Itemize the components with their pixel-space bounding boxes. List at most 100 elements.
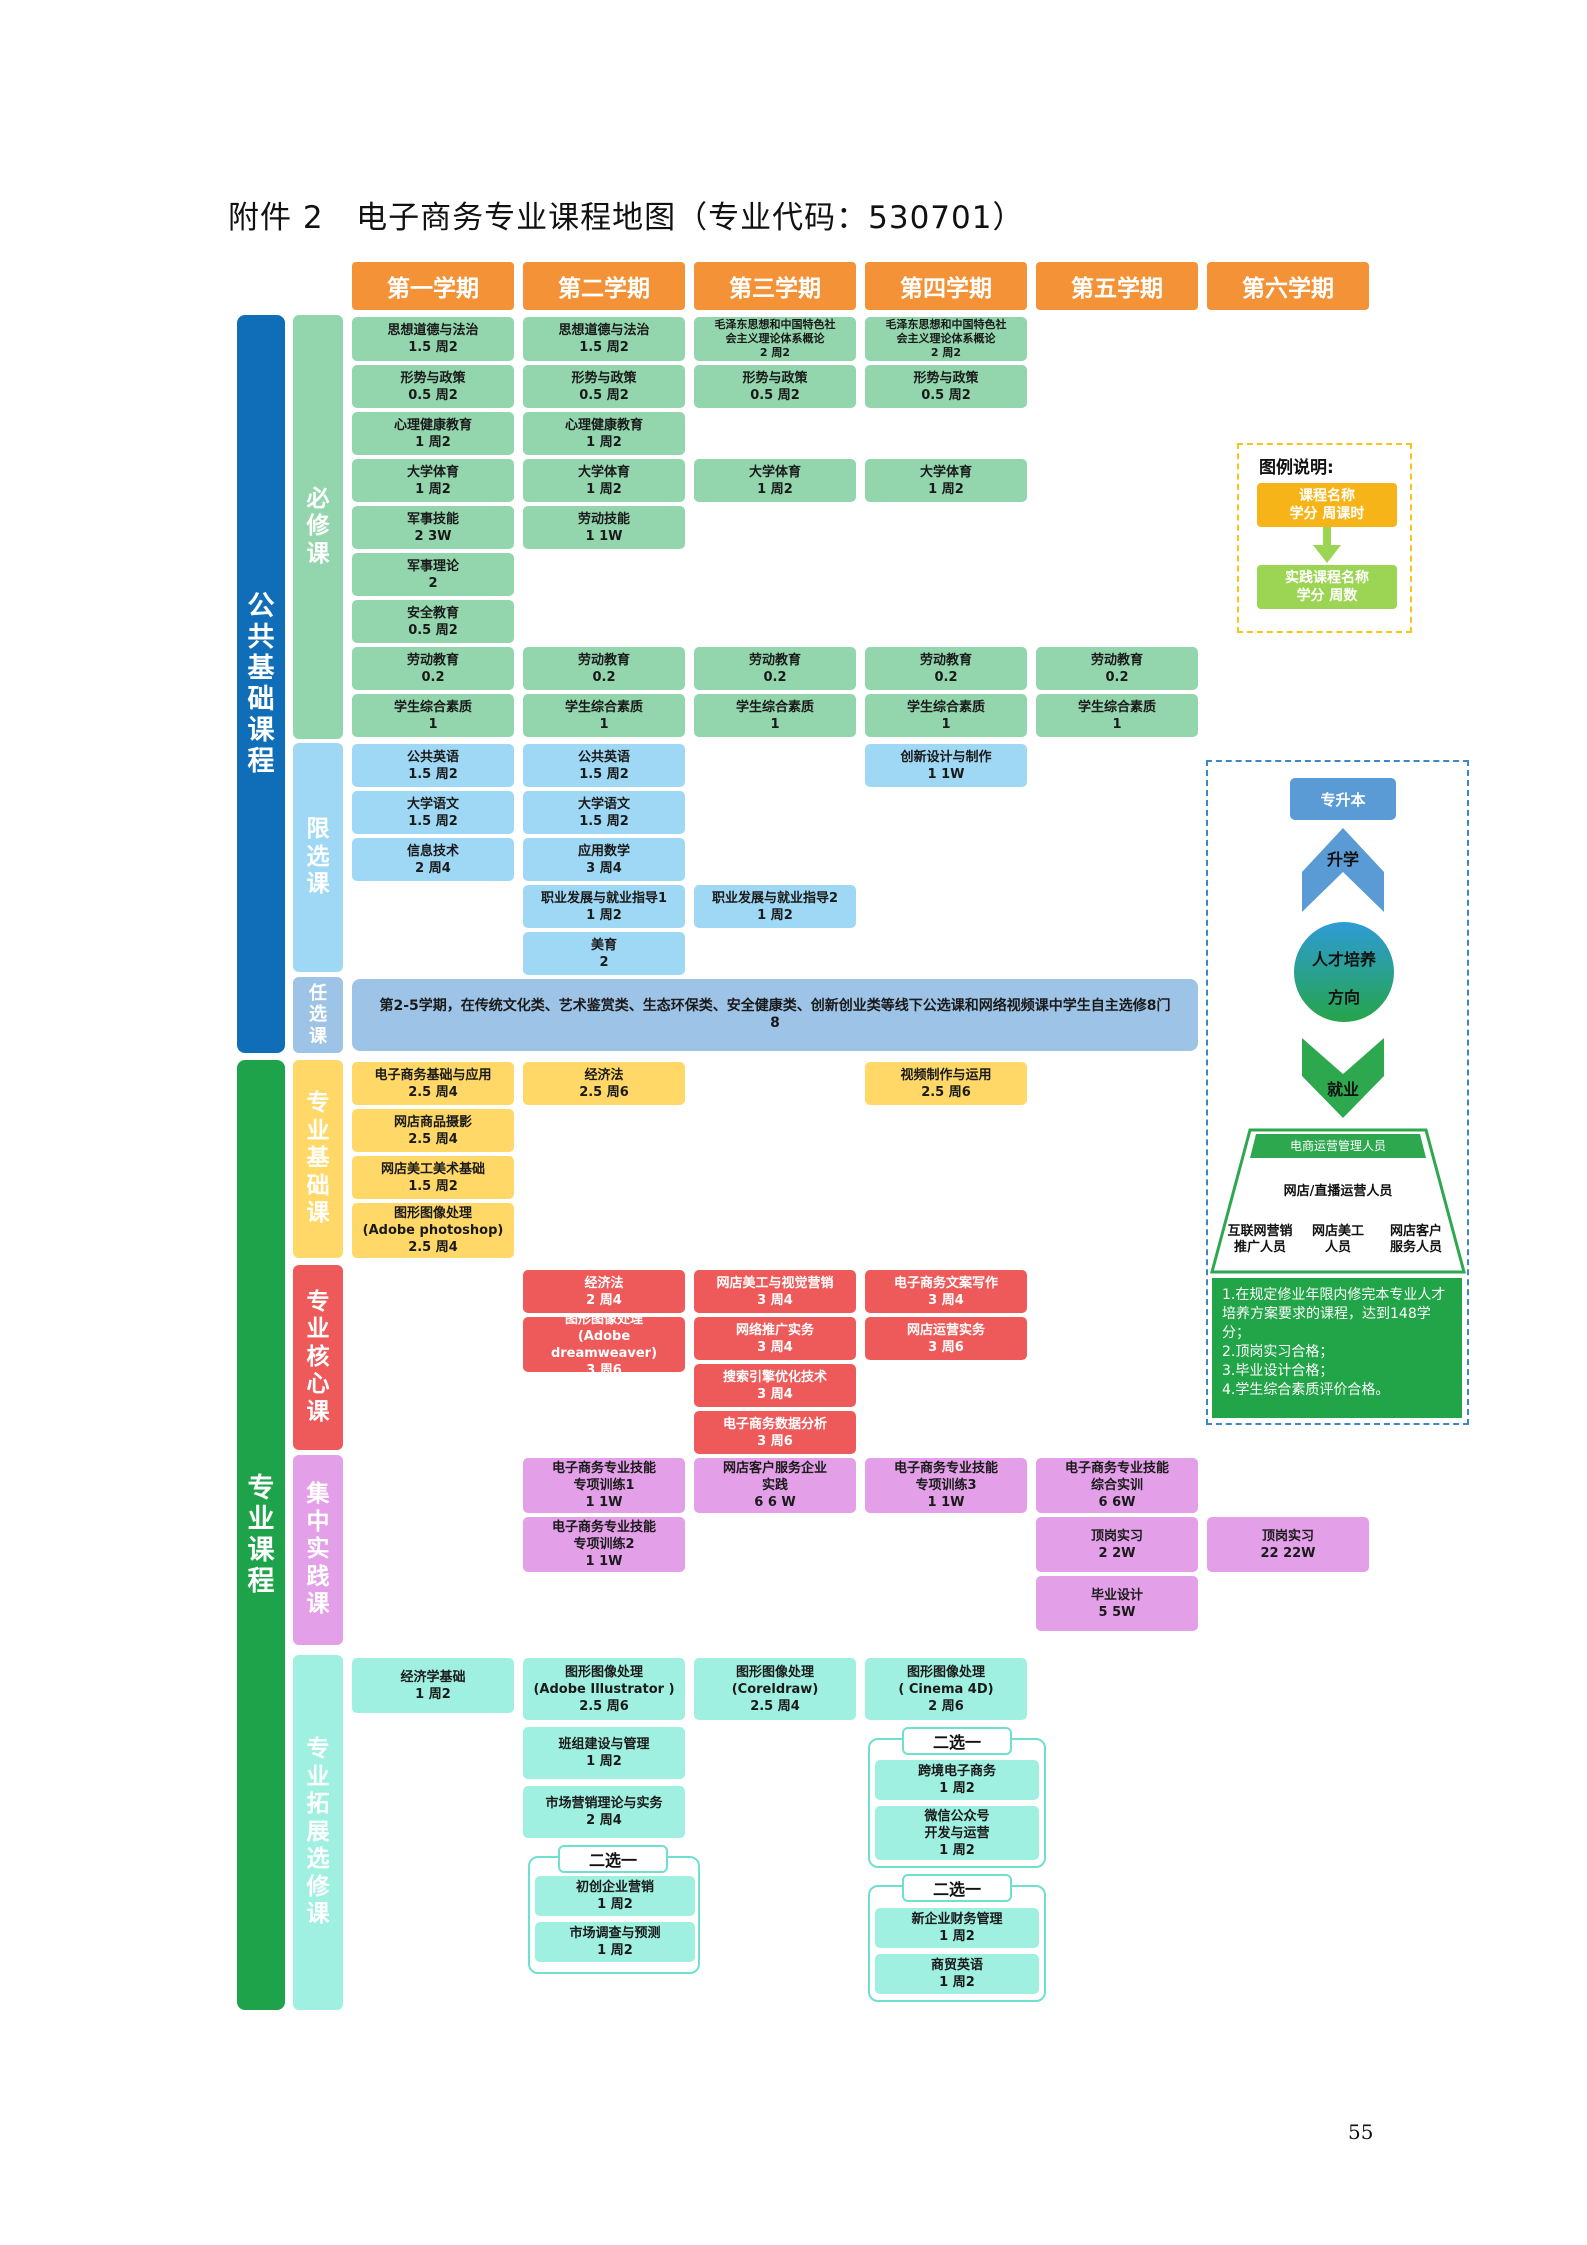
course-cell: 电子商务专业技能 专项训练3 1 1W [865, 1458, 1027, 1513]
subcategory-practice: 集中实践课 [293, 1455, 343, 1645]
course-cell: 网络推广实务 3 周4 [694, 1317, 856, 1360]
course-cell: 安全教育 0.5 周2 [352, 600, 514, 643]
course-cell: 学生综合素质 1 [1036, 694, 1198, 737]
course-cell: 电子商务专业技能 综合实训 6 6W [1036, 1458, 1198, 1513]
semester-header: 第三学期 [694, 262, 856, 310]
course-cell: 搜索引擎优化技术 3 周4 [694, 1364, 856, 1407]
career-path-panel [1206, 760, 1469, 1425]
category-major: 专业课程 [237, 1060, 285, 2010]
choose-one-label: 二选一 [902, 1874, 1012, 1902]
course-cell: 顶岗实习 2 2W [1036, 1517, 1198, 1572]
course-cell: 劳动教育 0.2 [523, 647, 685, 690]
course-cell: 大学语文 1.5 周2 [352, 791, 514, 834]
course-cell: 大学体育 1 周2 [523, 459, 685, 502]
semester-header: 第二学期 [523, 262, 685, 310]
course-cell: 班组建设与管理 1 周2 [523, 1727, 685, 1779]
down-arrow-icon [1302, 1038, 1384, 1118]
career-jobs-trapezoid [1210, 1128, 1466, 1274]
course-cell: 视频制作与运用 2.5 周6 [865, 1062, 1027, 1105]
course-cell: 初创企业营销 1 周2 [535, 1876, 695, 1916]
legend: 图例说明: 课程名称 学分 周课时 实践课程名称 学分 周数 [1237, 443, 1412, 633]
legend-course-sample: 课程名称 学分 周课时 [1257, 483, 1397, 527]
category-public: 公共基础课程 [237, 315, 285, 1053]
course-cell: 跨境电子商务 1 周2 [875, 1760, 1039, 1800]
course-cell: 公共英语 1.5 周2 [352, 744, 514, 787]
course-cell: 美育 2 [523, 932, 685, 975]
course-cell: 学生综合素质 1 [523, 694, 685, 737]
course-cell: 新企业财务管理 1 周2 [875, 1908, 1039, 1948]
course-cell: 网店客户服务企业 实践 6 6 W [694, 1458, 856, 1513]
subcategory-limited: 限选课 [293, 743, 343, 972]
course-cell: 劳动教育 0.2 [865, 647, 1027, 690]
job-label: 互联网营销 推广人员 [1227, 1224, 1293, 1255]
job-label: 网店客户 服务人员 [1389, 1224, 1442, 1255]
semester-header: 第六学期 [1207, 262, 1369, 310]
choose-one-label: 二选一 [902, 1727, 1012, 1755]
course-cell: 微信公众号 开发与运营 1 周2 [875, 1806, 1039, 1860]
course-cell: 电子商务专业技能 专项训练2 1 1W [523, 1517, 685, 1572]
course-cell: 职业发展与就业指导1 1 周2 [523, 885, 685, 928]
course-cell: 学生综合素质 1 [865, 694, 1027, 737]
course-cell: 网店商品摄影 2.5 周4 [352, 1109, 514, 1152]
course-cell: 网店运营实务 3 周6 [865, 1317, 1027, 1360]
optional-course-bar: 第2-5学期，在传统文化类、艺术鉴赏类、生态环保类、安全健康类、创新创业类等线下… [352, 979, 1198, 1051]
page-number: 55 [1348, 2120, 1374, 2144]
course-cell: 创新设计与制作 1 1W [865, 744, 1027, 787]
course-cell: 毕业设计 5 5W [1036, 1576, 1198, 1631]
course-cell: 劳动教育 0.2 [1036, 647, 1198, 690]
course-cell: 心理健康教育 1 周2 [352, 412, 514, 455]
legend-title: 图例说明: [1259, 458, 1334, 478]
course-cell: 顶岗实习 22 22W [1207, 1517, 1369, 1572]
subcategory-required: 必修课 [293, 315, 343, 739]
page-title: 附件 2 电子商务专业课程地图（专业代码：530701） [228, 200, 1025, 236]
job-label: 网店美工 人员 [1311, 1224, 1364, 1255]
course-cell: 学生综合素质 1 [352, 694, 514, 737]
subcategory-extension: 专业拓展选修课 [293, 1655, 343, 2010]
course-cell: 劳动技能 1 1W [523, 506, 685, 549]
course-cell: 大学体育 1 周2 [694, 459, 856, 502]
career-up-label: 升学 [1326, 850, 1359, 869]
course-cell: 公共英语 1.5 周2 [523, 744, 685, 787]
course-cell: 电子商务文案写作 3 周4 [865, 1270, 1027, 1313]
course-cell: 信息技术 2 周4 [352, 838, 514, 881]
course-cell: 军事理论 2 [352, 553, 514, 596]
course-cell: 职业发展与就业指导2 1 周2 [694, 885, 856, 928]
subcategory-optional: 任选课 [293, 977, 343, 1053]
course-cell: 学生综合素质 1 [694, 694, 856, 737]
job-label: 电商运营管理人员 [1289, 1139, 1386, 1153]
course-cell: 图形图像处理 (Adobe dreamweaver) 3 周6 [523, 1317, 685, 1372]
course-cell: 大学体育 1 周2 [865, 459, 1027, 502]
course-cell: 网店美工与视觉营销 3 周4 [694, 1270, 856, 1313]
course-cell: 形势与政策 0.5 周2 [694, 365, 856, 408]
choose-one-label: 二选一 [558, 1845, 668, 1873]
course-cell: 劳动教育 0.2 [694, 647, 856, 690]
career-center-label: 人才培养 [1311, 950, 1376, 969]
course-cell: 劳动教育 0.2 [352, 647, 514, 690]
up-arrow-icon [1302, 828, 1384, 912]
graduation-requirements: 1.在规定修业年限内修完本专业人才培养方案要求的课程，达到148学分； 2.顶岗… [1212, 1278, 1462, 1418]
course-cell: 图形图像处理 (Coreldraw) 2.5 周4 [694, 1658, 856, 1720]
course-cell: 军事技能 2 3W [352, 506, 514, 549]
course-cell: 大学体育 1 周2 [352, 459, 514, 502]
course-cell: 电子商务专业技能 专项训练1 1 1W [523, 1458, 685, 1513]
career-down-label: 就业 [1326, 1080, 1359, 1099]
legend-practice-sample: 实践课程名称 学分 周数 [1257, 565, 1397, 609]
legend-arrow-icon [1313, 527, 1341, 563]
job-label: 网店/直播运营人员 [1283, 1184, 1393, 1199]
course-cell: 电子商务基础与应用 2.5 周4 [352, 1062, 514, 1105]
course-cell: 经济法 2.5 周6 [523, 1062, 685, 1105]
semester-header: 第五学期 [1036, 262, 1198, 310]
course-cell: 形势与政策 0.5 周2 [352, 365, 514, 408]
course-cell: 图形图像处理 (Adobe Illustrator ) 2.5 周6 [523, 1658, 685, 1720]
course-cell: 经济学基础 1 周2 [352, 1658, 514, 1713]
course-cell: 毛泽东思想和中国特色社 会主义理论体系概论 2 周2 [694, 317, 856, 361]
semester-header: 第四学期 [865, 262, 1027, 310]
subcategory-major-core: 专业核心课 [293, 1265, 343, 1450]
course-cell: 毛泽东思想和中国特色社 会主义理论体系概论 2 周2 [865, 317, 1027, 361]
career-top-box: 专升本 [1290, 778, 1396, 820]
semester-header: 第一学期 [352, 262, 514, 310]
course-cell: 经济法 2 周4 [523, 1270, 685, 1313]
course-cell: 电子商务数据分析 3 周6 [694, 1411, 856, 1454]
course-cell: 形势与政策 0.5 周2 [865, 365, 1027, 408]
career-center-label2: 方向 [1327, 988, 1360, 1007]
